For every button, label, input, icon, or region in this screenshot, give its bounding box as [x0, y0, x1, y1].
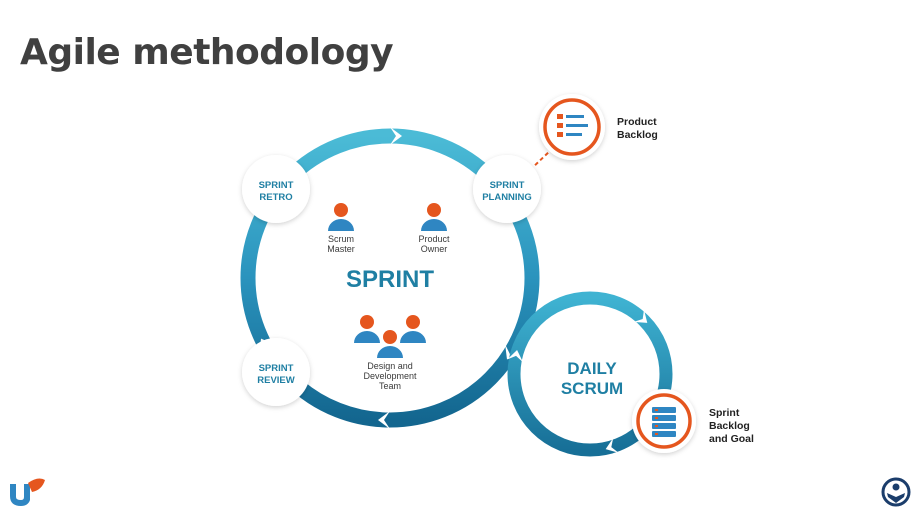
product-backlog-label-2: Backlog [617, 129, 658, 141]
backlog-connector [529, 147, 554, 171]
sprint-backlog-label-3: and Goal [709, 433, 754, 445]
sprint-retro-label-2: RETRO [259, 192, 292, 203]
sprint-backlog-label-1: Sprint [709, 407, 740, 419]
list-icon [557, 114, 588, 137]
scrum-master-label-1: Scrum [328, 234, 354, 244]
sprint-retro-label-1: SPRINT [259, 180, 294, 191]
product-backlog-node [539, 94, 605, 160]
team-label-3: Team [379, 381, 401, 391]
sprint-planning-node: SPRINT PLANNING [473, 155, 541, 223]
stacked-cards-icon [652, 407, 676, 437]
scrum-master-label-2: Master [327, 244, 355, 254]
team-group-icon [354, 315, 426, 358]
daily-scrum-ring [507, 291, 673, 457]
sprint-backlog-node [632, 389, 696, 453]
daily-scrum-label-2: SCRUM [561, 379, 623, 398]
product-owner-person-icon [421, 203, 447, 231]
brand-logo-icon [10, 478, 45, 506]
team-label-2: Development [363, 371, 417, 381]
sprint-review-label-2: REVIEW [257, 375, 295, 386]
sprint-review-label-1: SPRINT [259, 363, 294, 374]
scrum-master-person-icon [328, 203, 354, 231]
sprint-planning-label-1: SPRINT [490, 180, 525, 191]
product-owner-label-2: Owner [421, 244, 448, 254]
product-owner-label-1: Product [418, 234, 450, 244]
sprint-review-node: SPRINT REVIEW [242, 338, 310, 406]
people-circle-icon [881, 477, 911, 507]
sprint-backlog-label-2: Backlog [709, 420, 750, 432]
daily-scrum-label-1: DAILY [567, 359, 617, 378]
page-title: Agile methodology [20, 32, 394, 73]
team-label-1: Design and [367, 361, 413, 371]
sprint-retro-node: SPRINT RETRO [242, 155, 310, 223]
sprint-center-label: SPRINT [346, 266, 434, 293]
product-backlog-label-1: Product [617, 116, 657, 128]
sprint-planning-label-2: PLANNING [482, 192, 532, 203]
